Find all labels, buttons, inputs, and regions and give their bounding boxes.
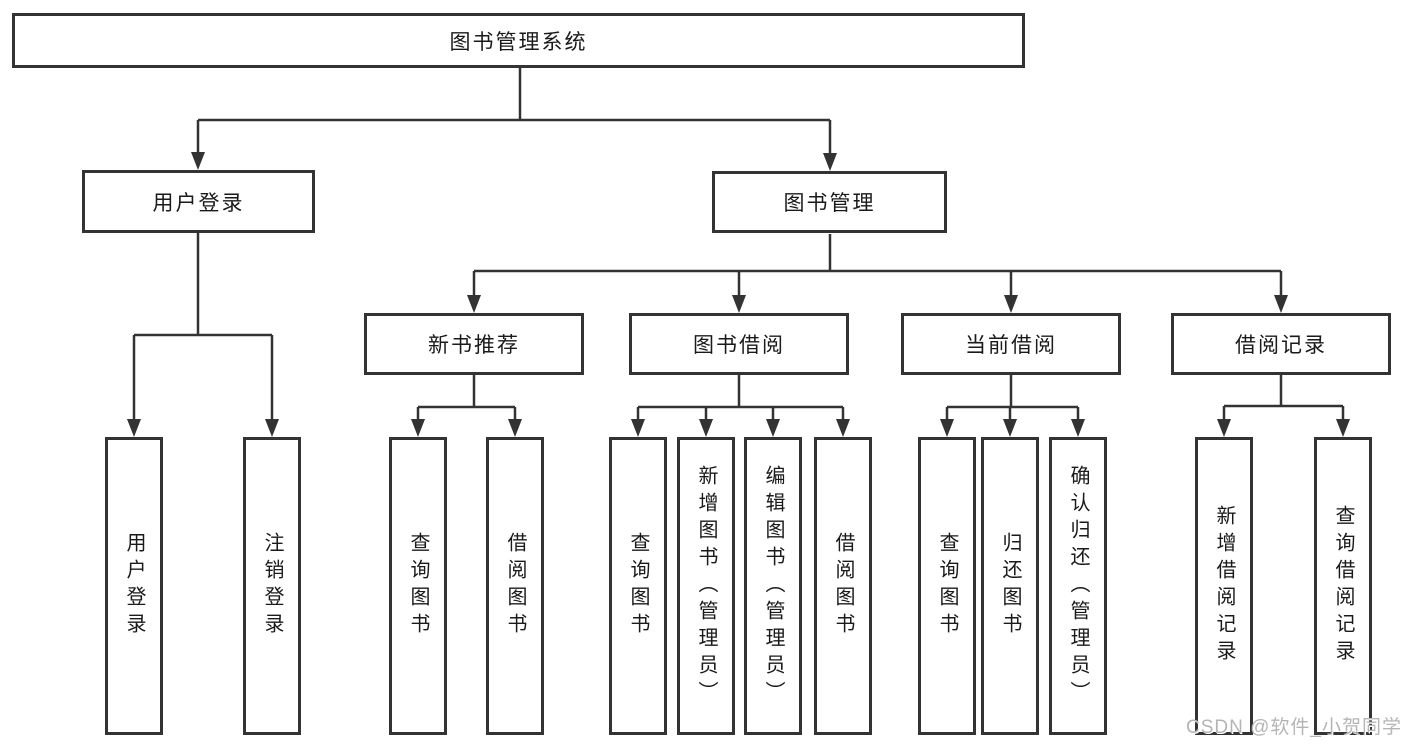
leaf-borrow-query-books: 查询图书 — [609, 437, 667, 735]
arrowheads — [127, 152, 1350, 437]
leaf-logout-label: 注销登录 — [261, 532, 283, 640]
node-borrowing-records-label: 借阅记录 — [1235, 334, 1327, 357]
leaf-current-return-books: 归还图书 — [981, 437, 1039, 735]
leaf-user-login: 用户登录 — [105, 437, 163, 735]
connector-root-to-level2 — [196, 68, 832, 155]
leaf-borrow-add-books-admin: 新增图书（管理员） — [677, 437, 735, 735]
leaf-borrow-borrow-books-label: 借阅图书 — [832, 532, 854, 640]
node-root-system: 图书管理系统 — [12, 13, 1025, 68]
node-book-management: 图书管理 — [712, 171, 947, 233]
leaf-records-query-record-label: 查询借阅记录 — [1332, 505, 1354, 667]
leaf-recommend-borrow-books: 借阅图书 — [486, 437, 544, 735]
node-user-login: 用户登录 — [82, 170, 315, 233]
leaf-recommend-query-books: 查询图书 — [389, 437, 447, 735]
node-borrowing-records: 借阅记录 — [1171, 313, 1391, 375]
node-user-login-label: 用户登录 — [152, 191, 245, 215]
leaf-current-query-books-label: 查询图书 — [936, 532, 958, 640]
leaf-current-confirm-return-admin: 确认归还（管理员） — [1049, 437, 1107, 735]
node-root-system-label: 图书管理系统 — [449, 30, 588, 54]
leaf-records-add-record-label: 新增借阅记录 — [1213, 505, 1235, 667]
leaf-user-login-label: 用户登录 — [123, 532, 145, 640]
leaf-records-add-record: 新增借阅记录 — [1195, 437, 1253, 735]
node-book-borrowing: 图书借阅 — [629, 313, 849, 375]
leaf-borrow-borrow-books: 借阅图书 — [814, 437, 872, 735]
connector-recommend-group — [416, 375, 517, 421]
leaf-current-query-books: 查询图书 — [918, 437, 976, 735]
leaf-borrow-edit-books-admin: 编辑图书（管理员） — [744, 437, 802, 735]
leaf-logout: 注销登录 — [243, 437, 301, 735]
leaf-records-query-record: 查询借阅记录 — [1314, 437, 1372, 735]
leaf-current-return-books-label: 归还图书 — [999, 532, 1021, 640]
node-book-borrowing-label: 图书借阅 — [693, 334, 785, 357]
node-new-book-recommend: 新书推荐 — [364, 313, 584, 375]
connector-current-group — [945, 375, 1080, 421]
csdn-watermark: CSDN @软件_小贺同学 — [1186, 717, 1402, 738]
connector-user-login-group — [132, 233, 274, 421]
leaf-recommend-borrow-books-label: 借阅图书 — [504, 532, 526, 640]
node-current-borrowing-label: 当前借阅 — [965, 334, 1057, 357]
leaf-recommend-query-books-label: 查询图书 — [407, 532, 429, 640]
leaf-borrow-add-books-admin-label: 新增图书（管理员） — [695, 464, 717, 708]
leaf-current-confirm-return-admin-label: 确认归还（管理员） — [1067, 464, 1089, 708]
connector-book-mgmt-to-level3 — [472, 234, 1283, 297]
leaf-borrow-edit-books-admin-label: 编辑图书（管理员） — [762, 464, 784, 708]
node-book-management-label: 图书管理 — [783, 192, 876, 215]
node-new-book-recommend-label: 新书推荐 — [428, 334, 520, 357]
connector-borrow-group — [636, 375, 845, 421]
leaf-borrow-query-books-label: 查询图书 — [627, 532, 649, 640]
node-current-borrowing: 当前借阅 — [901, 313, 1121, 375]
connector-records-group — [1222, 375, 1345, 421]
